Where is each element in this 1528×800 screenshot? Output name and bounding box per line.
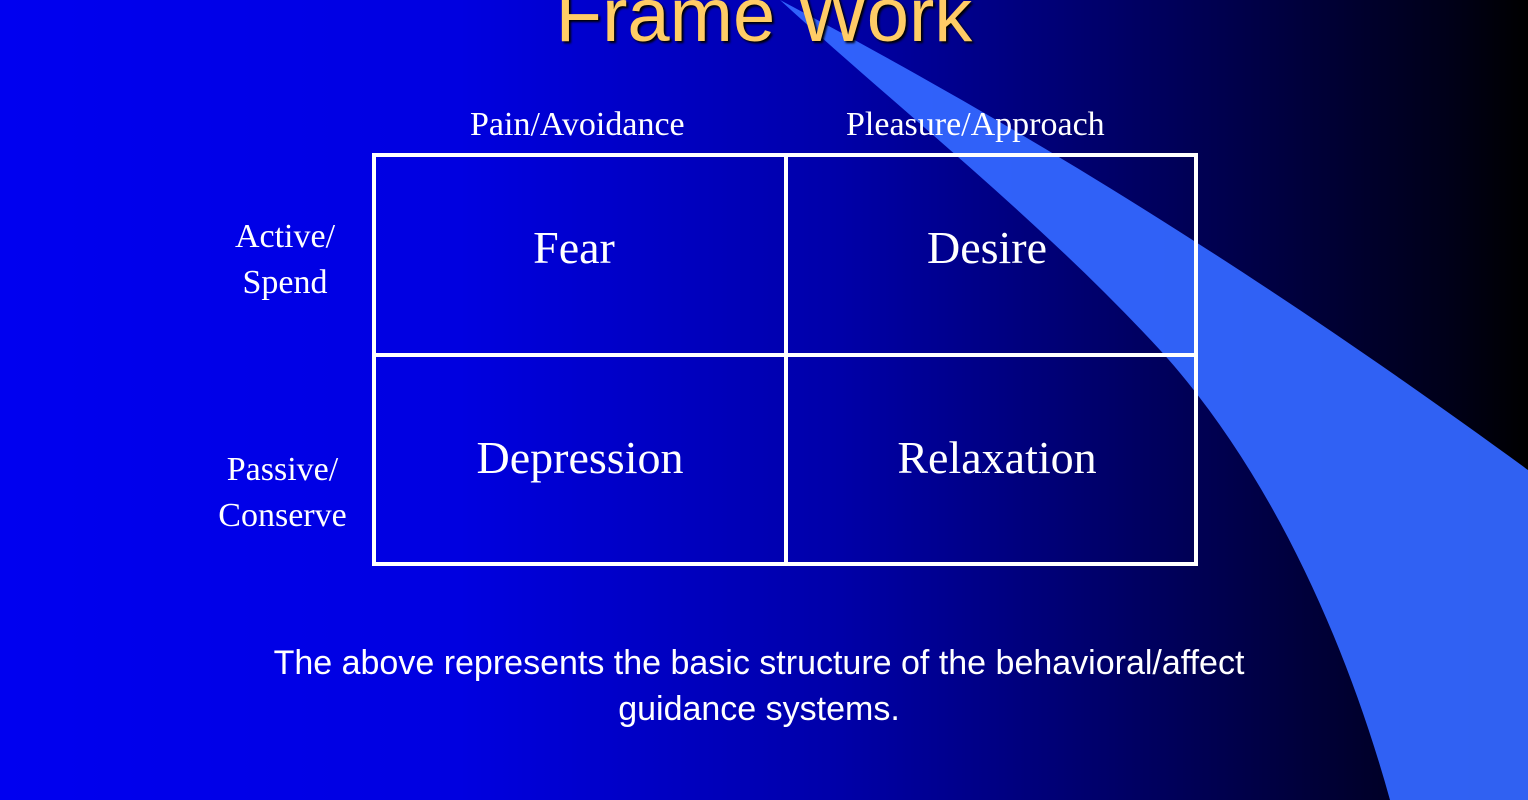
slide-title: Frame Work xyxy=(555,0,973,58)
row-header-line: Conserve xyxy=(218,497,347,534)
column-header-pain: Pain/Avoidance xyxy=(470,106,685,143)
cell-desire: Desire xyxy=(784,153,1198,357)
cell-label: Desire xyxy=(926,222,1048,273)
caption: The above represents the basic structure… xyxy=(0,640,1518,732)
caption-line: The above represents the basic structure… xyxy=(273,644,1245,682)
cell-relaxation: Relaxation xyxy=(784,353,1198,566)
cell-label: Relaxation xyxy=(897,432,1097,483)
quadrant-grid: Fear Desire Depression Relaxation xyxy=(372,153,1198,566)
row-header-active: Active/ Spend xyxy=(210,214,360,306)
cell-label: Depression xyxy=(476,432,684,483)
column-header-pleasure: Pleasure/Approach xyxy=(846,106,1105,143)
row-header-line: Passive/ xyxy=(226,451,339,488)
cell-fear: Fear xyxy=(372,153,788,357)
row-header-line: Spend xyxy=(242,264,328,301)
cell-label: Fear xyxy=(533,222,615,273)
cell-depression: Depression xyxy=(372,353,788,566)
caption-line: guidance systems. xyxy=(618,690,900,728)
row-header-line: Active/ xyxy=(234,218,336,255)
row-header-passive: Passive/ Conserve xyxy=(205,447,360,539)
